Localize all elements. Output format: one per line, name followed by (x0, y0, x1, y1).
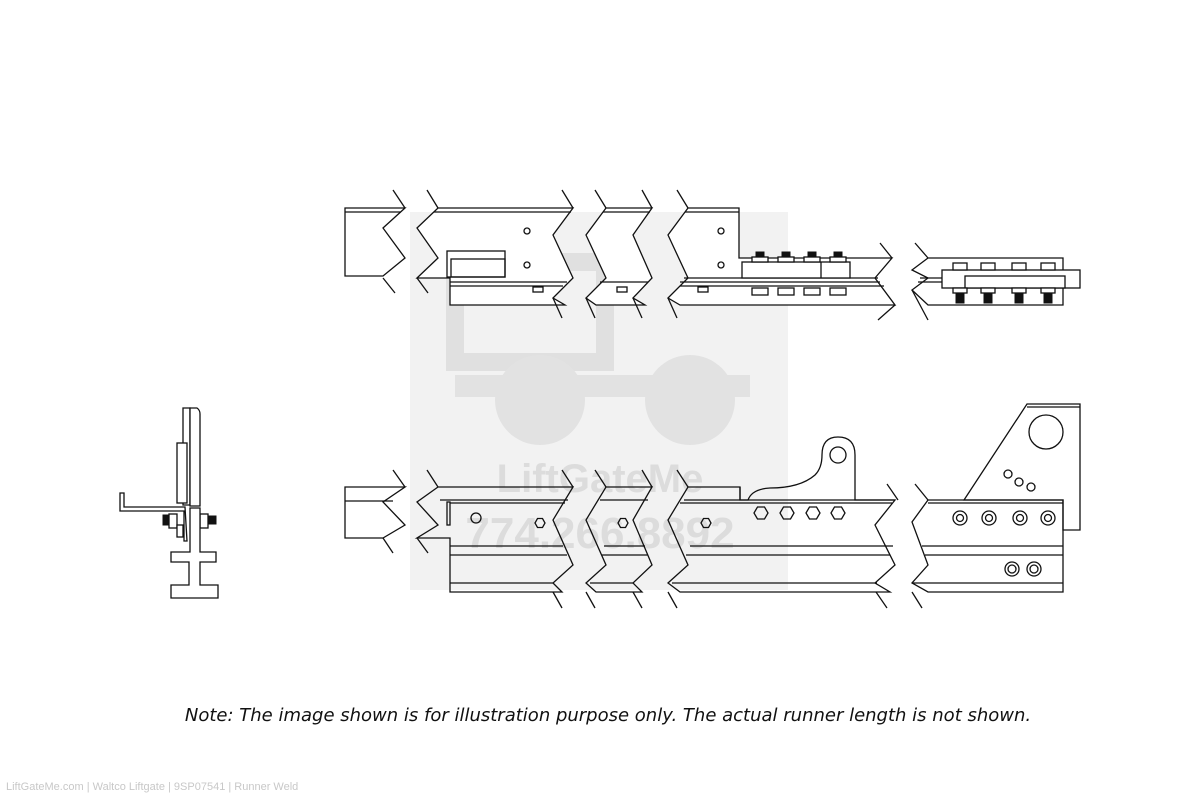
hole (523, 261, 531, 269)
illustration-note: Note: The image shown is for illustratio… (184, 705, 1032, 726)
bolt-plate (741, 261, 851, 279)
mount-block (446, 250, 506, 278)
side-view (119, 407, 219, 599)
footer-caption: LiftGateMe.com | Waltco Liftgate | 9SP07… (6, 781, 299, 793)
nut-row (952, 510, 1056, 526)
front-view (344, 403, 1081, 609)
watermark-phone: 774.266.8892 (465, 509, 734, 558)
top-view (344, 189, 1081, 321)
bolt-row (751, 251, 847, 296)
lift-lug (666, 436, 897, 593)
hole (523, 227, 531, 235)
end-bolt-row (952, 262, 1056, 304)
hex-bolt-row (753, 506, 846, 520)
watermark-brand: LiftGateMe (497, 457, 704, 501)
